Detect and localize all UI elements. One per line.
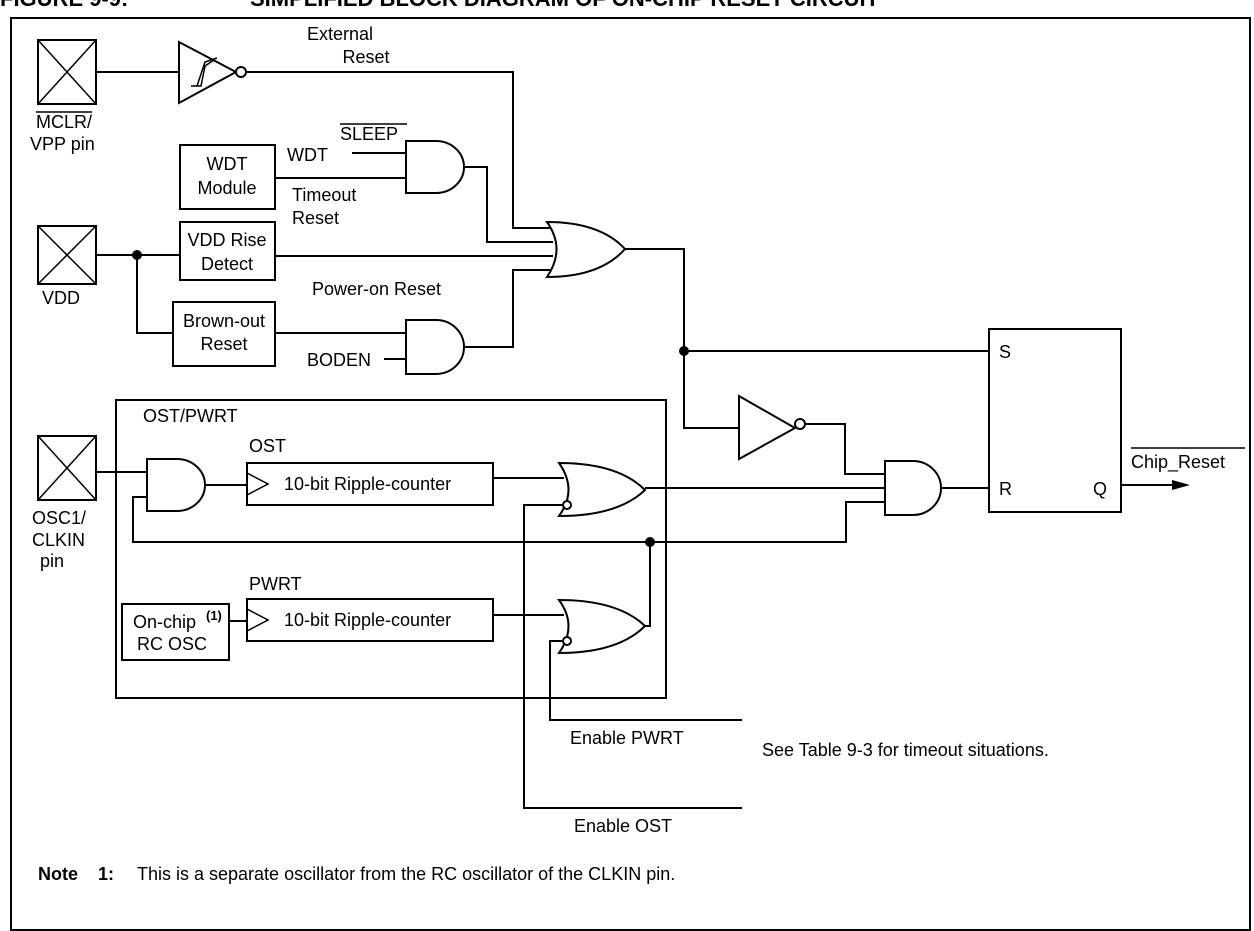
note-number: 1: — [98, 864, 114, 884]
ost-counter-label: 10-bit Ripple-counter — [284, 474, 451, 494]
onchip-label-2: RC OSC — [137, 634, 207, 654]
enable-pwrt-wire — [549, 640, 742, 721]
ost-and-gate — [146, 458, 206, 512]
vdd-to-brownout-wire — [136, 255, 173, 334]
timeout-reset-label-1: Timeout — [292, 185, 356, 205]
final-and-gate — [884, 460, 942, 516]
enable-pwrt-label: Enable PWRT — [570, 728, 684, 748]
pwrt-or-out-wire — [645, 542, 651, 627]
schmitt-inverter — [178, 40, 247, 105]
vdd-pin — [37, 225, 97, 285]
mclr-pin-label-1: MCLR/ — [36, 112, 92, 132]
pwrt-or-gate — [557, 598, 647, 655]
latch-s-label: S — [999, 342, 1011, 362]
enable-ost-wire — [523, 504, 742, 809]
vdd-rise-label-1: VDD Rise — [187, 230, 266, 250]
osc1-label-2: CLKIN — [32, 530, 85, 550]
note-text: This is a separate oscillator from the R… — [137, 864, 675, 884]
latch-r-label: R — [999, 479, 1012, 499]
mclr-pin-label-2: VPP pin — [30, 134, 95, 154]
ost-ripple-counter — [246, 462, 494, 506]
ost-label: OST — [249, 436, 286, 456]
ost-pwrt-label: OST/PWRT — [143, 406, 238, 426]
vdd-rise-label-2: Detect — [201, 254, 253, 274]
brownout-and-gate — [405, 319, 465, 375]
figure-title-text: SIMPLIFIED BLOCK DIAGRAM OF ON-CHIP RESE… — [250, 0, 879, 11]
wdt-and-gate — [405, 140, 465, 194]
output-arrow-icon — [1172, 480, 1190, 490]
ost-or-gate — [557, 461, 647, 518]
external-reset-label-2: Reset — [342, 47, 389, 67]
figure-number: FIGURE 9-9: — [0, 0, 250, 12]
reset-inverter — [738, 394, 806, 461]
pwrt-counter-label: 10-bit Ripple-counter — [284, 610, 451, 630]
timeout-reset-label-2: Reset — [292, 208, 339, 228]
figure-frame — [10, 17, 1251, 931]
wdt-module-label-1: WDT — [207, 154, 248, 174]
set-junction-dot — [679, 346, 689, 356]
wdt-signal-label: WDT — [287, 145, 328, 165]
vdd-rise-detect-block — [179, 221, 276, 281]
brownout-label-1: Brown-out — [183, 311, 265, 331]
chip-reset-label: Chip_Reset — [1131, 452, 1225, 473]
wdt-module-label-2: Module — [197, 178, 256, 198]
figure-title: FIGURE 9-9:SIMPLIFIED BLOCK DIAGRAM OF O… — [0, 0, 879, 12]
inverter-out-wire — [805, 423, 885, 475]
external-reset-wire — [246, 71, 553, 229]
feedback-wire — [132, 496, 885, 543]
ost-pwrt-box — [115, 399, 667, 699]
reset-or-output-wire — [625, 248, 739, 429]
see-table-note: See Table 9-3 for timeout situations. — [762, 740, 1049, 760]
onchip-label-1: On-chip — [133, 612, 196, 632]
osc1-label-1: OSC1/ — [32, 508, 86, 528]
osc1-pin — [37, 435, 97, 501]
onchip-footnote-mark: (1) — [206, 608, 222, 623]
note-label: Note — [38, 864, 78, 884]
sr-latch-block — [988, 328, 1122, 513]
pwrt-or-invert-bubble — [562, 636, 572, 646]
enable-ost-label: Enable OST — [574, 816, 672, 836]
osc1-label-3: pin — [40, 551, 64, 571]
reset-or-gate — [545, 220, 627, 279]
vdd-pin-label: VDD — [42, 288, 80, 308]
wdt-module-block — [179, 144, 276, 210]
latch-q-label: Q — [1093, 479, 1107, 499]
ost-or-invert-bubble — [562, 500, 572, 510]
external-reset-label-1: External — [307, 24, 373, 44]
pwrt-clock-icon — [246, 608, 270, 632]
brownout-out-wire — [463, 269, 553, 348]
boden-label: BODEN — [307, 350, 371, 370]
wdt-reset-wire — [463, 166, 553, 243]
pwrt-label: PWRT — [249, 574, 302, 594]
power-on-reset-label: Power-on Reset — [312, 279, 441, 299]
sleep-label: SLEEP — [340, 124, 398, 144]
pwrt-ripple-counter — [246, 598, 494, 642]
ost-clock-icon — [246, 472, 270, 496]
brownout-label-2: Reset — [200, 334, 247, 354]
mclr-pin — [37, 39, 97, 105]
onchip-rc-osc-block — [121, 603, 230, 661]
